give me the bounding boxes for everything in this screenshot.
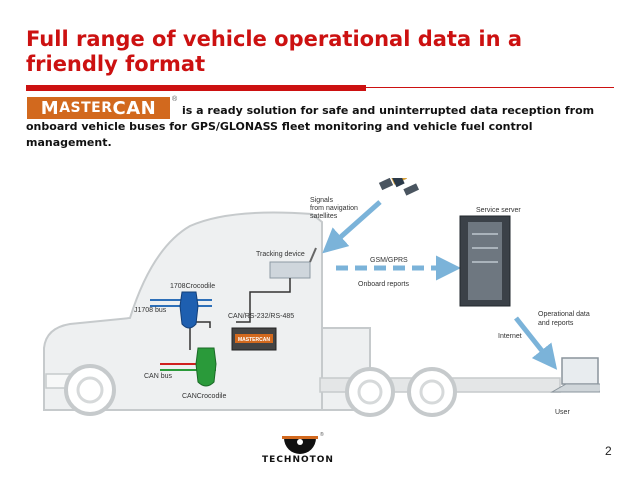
data-arrows <box>322 200 558 370</box>
mastercan-device-label: MASTERCAN <box>238 337 270 343</box>
service-server-label: Service server <box>476 207 521 214</box>
onboard-reports-label: Onboard reports <box>358 281 409 288</box>
truck-wheels <box>64 364 457 417</box>
tracking-device-icon <box>269 247 317 279</box>
vehicle-data-diagram: Signals from navigation satellites Track… <box>40 178 600 420</box>
operational-data-label: Operational data and reports <box>538 311 592 327</box>
1708-crocodile-label: 1708Crocodile <box>170 283 215 290</box>
brand-name: TECHNOTON <box>262 455 334 465</box>
title-underline-thin <box>366 87 614 88</box>
1708-crocodile-icon <box>179 291 199 329</box>
user-label: User <box>555 409 570 416</box>
svg-text:®: ® <box>320 431 324 438</box>
registered-mark: ® <box>172 96 178 103</box>
laptop-icon <box>550 357 600 393</box>
can-bus-label: CAN bus <box>144 373 173 380</box>
intro-text: is a ready solution for safe and uninter… <box>26 104 595 149</box>
satellite-icon <box>378 178 420 196</box>
title-underline <box>26 85 366 91</box>
page-number: 2 <box>605 444 612 458</box>
can-crocodile-label: CANCrocodile <box>182 393 226 400</box>
can-rs-label: CAN/RS-232/RS-485 <box>228 313 294 320</box>
service-server-icon <box>459 215 511 307</box>
j1708-bus-label: J1708 bus <box>134 307 167 314</box>
internet-label: Internet <box>498 333 522 340</box>
slide-title: Full range of vehicle operational data i… <box>26 27 523 76</box>
signals-label: Signals from navigation satellites <box>310 197 360 220</box>
can-crocodile-icon <box>195 347 217 387</box>
tracking-device-label: Tracking device <box>256 251 305 258</box>
technoton-logo: ® <box>282 431 324 454</box>
gsm-label: GSM/GPRS <box>370 257 408 264</box>
